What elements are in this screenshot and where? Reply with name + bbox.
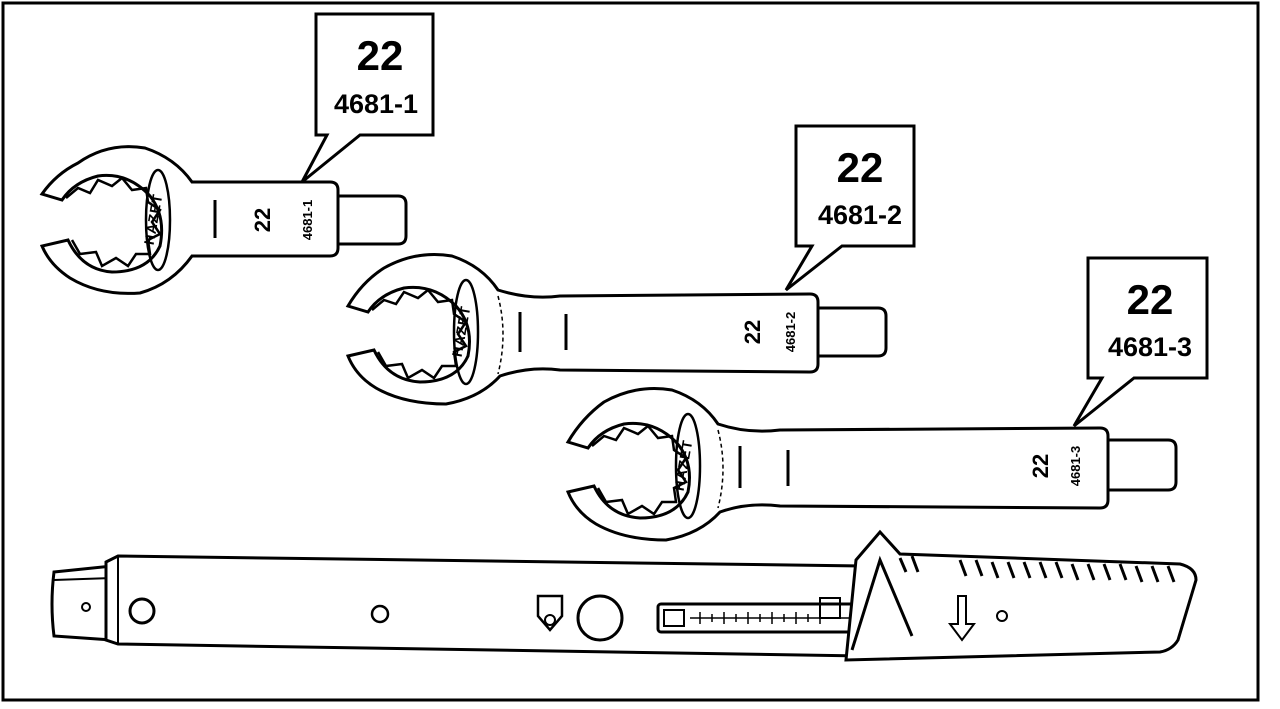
head-edge [53, 577, 113, 581]
drive-tip-1 [333, 194, 408, 246]
torque-wrench-icon [50, 529, 1198, 662]
callout-size-3: 22 [1127, 276, 1174, 323]
callout-size-1: 22 [357, 32, 404, 79]
wrench-head-1 [39, 145, 340, 295]
direction-arrow-icon [948, 595, 976, 642]
callout-box-2 [784, 124, 916, 292]
adjust-knob [576, 594, 624, 642]
wrench-head-3 [565, 387, 1110, 542]
handle-part-3: 4681-3 [1068, 446, 1083, 486]
insert-wrench-3: 22 4681-3 HAZET 22 4681-3 [565, 256, 1209, 542]
callout-part-3: 4681-3 [1108, 332, 1192, 362]
torque-wrench-head [50, 564, 114, 642]
scale-slider [819, 597, 841, 619]
handle-part-2: 4681-2 [783, 312, 798, 352]
grip-pin [996, 610, 1008, 622]
handle-size-2: 22 [740, 320, 765, 344]
callout-part-1: 4681-1 [334, 89, 418, 119]
head-pin [81, 602, 91, 612]
grip-ridges [898, 555, 1176, 583]
wrench-head-2 [345, 253, 820, 406]
insert-wrench-1: 22 4681-1 HAZET 22 4681-1 [39, 12, 435, 295]
handle-size-3: 22 [1028, 454, 1053, 478]
callout-part-2: 4681-2 [818, 200, 902, 230]
brand-oval-2 [452, 278, 480, 386]
callout-size-2: 22 [837, 144, 884, 191]
handle-part-1: 4681-1 [300, 200, 315, 240]
scale-ticks [690, 612, 850, 624]
scale-cursor [663, 609, 685, 627]
drive-tip-2 [813, 306, 888, 358]
shank-curve-3 [717, 429, 724, 509]
jaw-teeth-2 [371, 288, 468, 380]
drive-tip-3 [1106, 438, 1178, 492]
shank-curve-2 [497, 295, 504, 375]
brand-oval-3 [674, 412, 702, 520]
body-hole-2 [370, 604, 390, 624]
indicator-dot [544, 614, 556, 626]
callout-box-1 [300, 12, 435, 184]
callout-box-3 [1072, 256, 1209, 428]
jaw-teeth-3 [591, 424, 688, 516]
body-hole-1 [128, 597, 156, 625]
brand-oval-1 [144, 168, 172, 272]
insert-wrench-2: 22 4681-2 HAZET 22 4681-2 [345, 124, 916, 406]
grip-lever [850, 555, 914, 651]
release-indicator [536, 594, 564, 632]
jaw-teeth-1 [65, 176, 162, 268]
handle-size-1: 22 [250, 208, 275, 232]
grip-handle [844, 529, 1198, 662]
